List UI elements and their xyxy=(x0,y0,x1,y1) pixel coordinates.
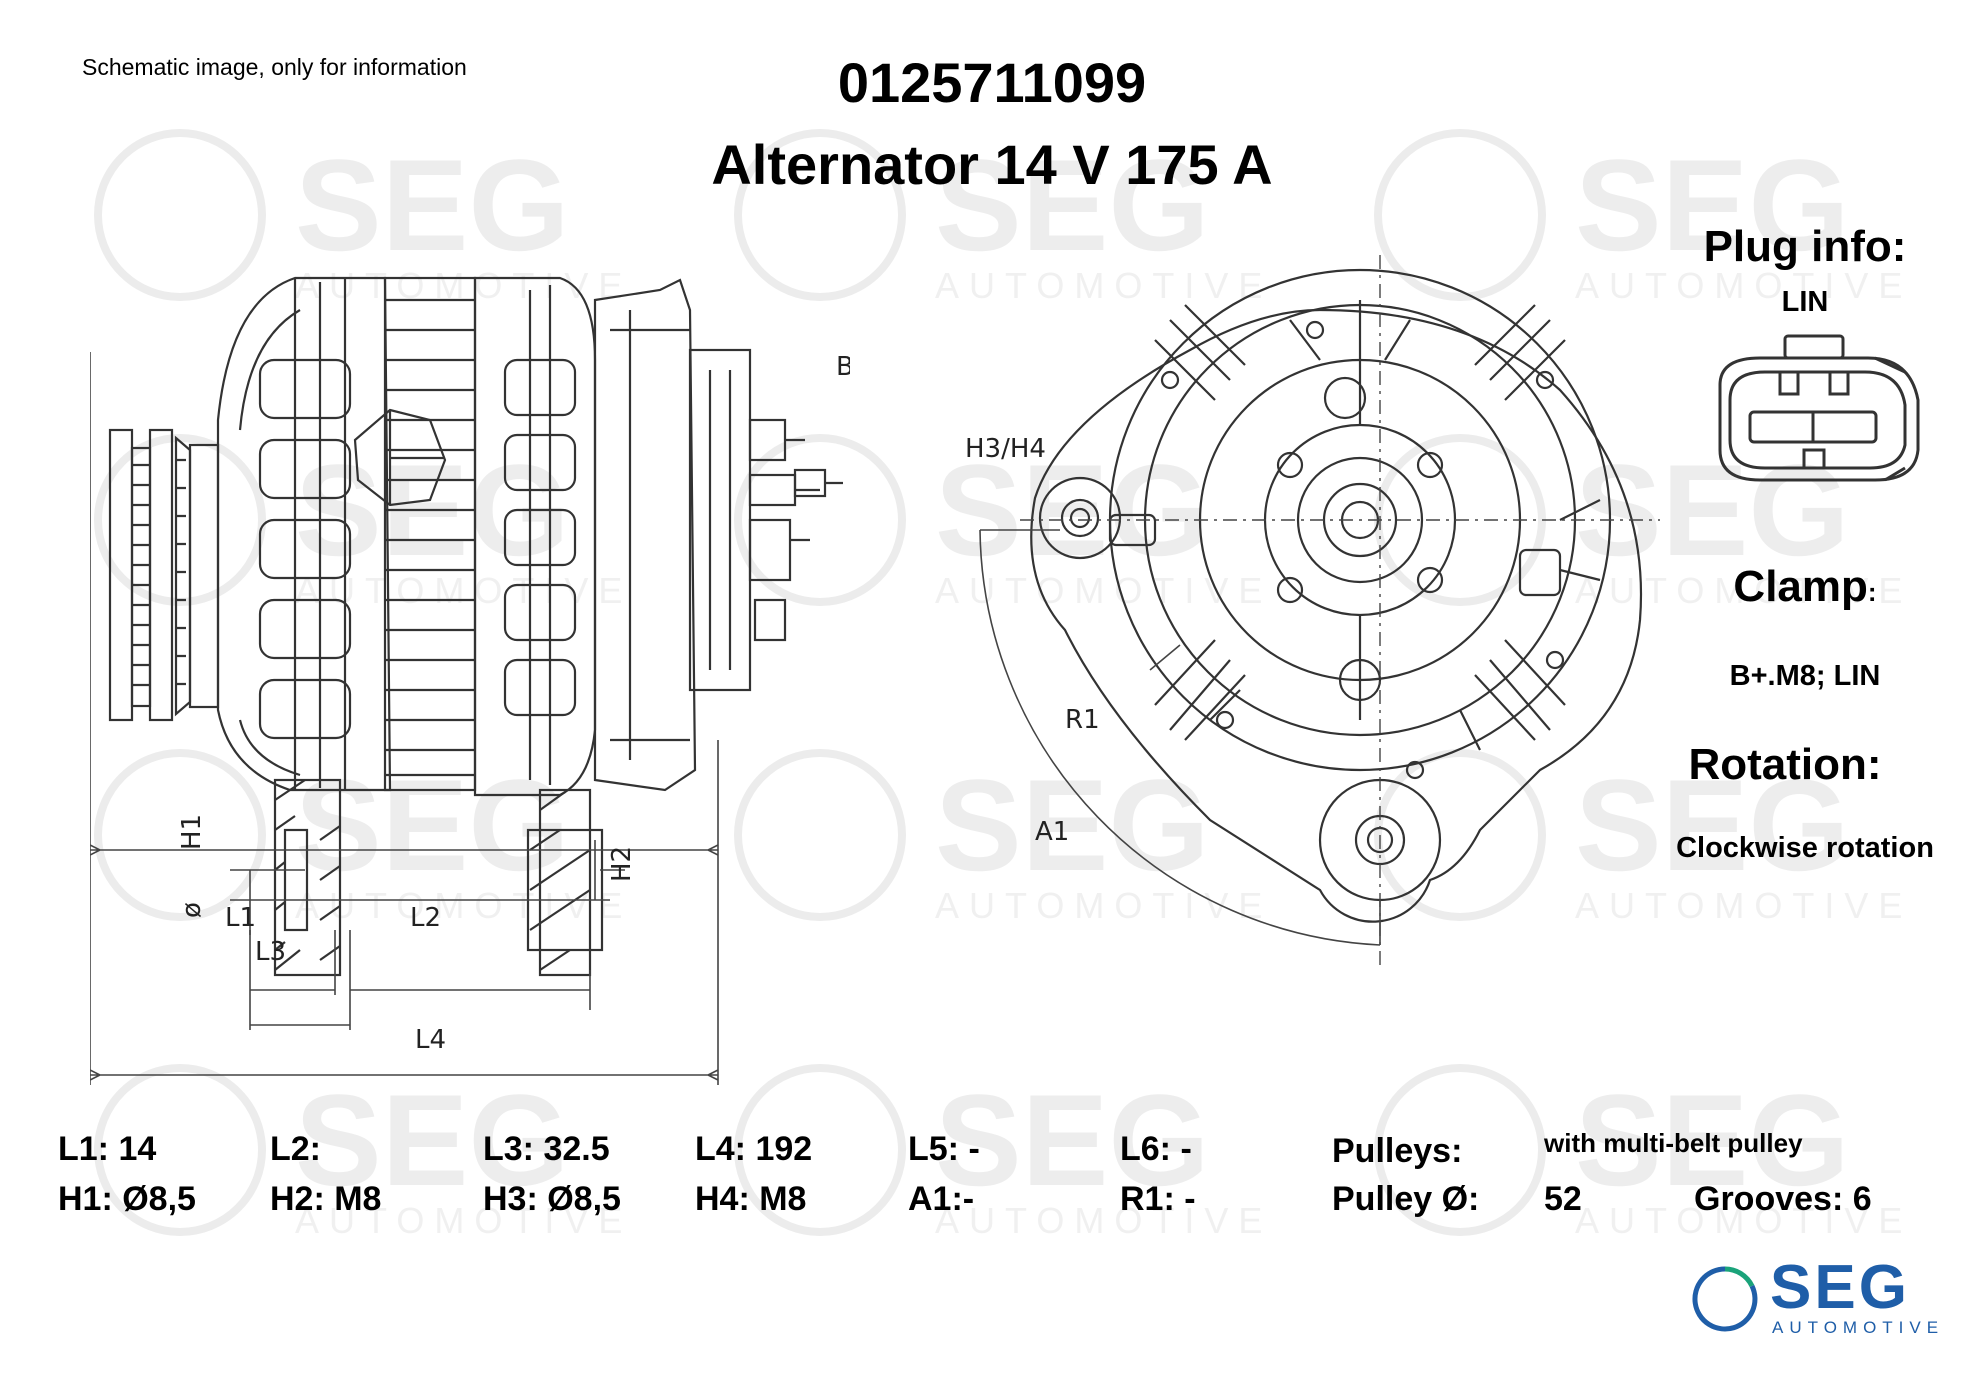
spec-l5: L5: - xyxy=(908,1130,980,1168)
logo-word: SEG xyxy=(1770,1253,1910,1322)
spec-h1: H1: Ø8,5 xyxy=(58,1180,196,1218)
clamp-heading-colon: : xyxy=(1867,577,1877,607)
spec-l6: L6: - xyxy=(1120,1130,1192,1168)
spec-r1: R1: - xyxy=(1120,1180,1196,1218)
svg-text:AUTOMOTIVE: AUTOMOTIVE xyxy=(935,1200,1272,1241)
clamp-heading: Clamp: xyxy=(1640,562,1970,612)
spec-pulleys-label: Pulleys: xyxy=(1332,1132,1463,1170)
clamp-heading-text: Clamp xyxy=(1733,562,1868,611)
spec-h4: H4: M8 xyxy=(695,1180,807,1218)
seg-logo: SEG AUTOMOTIVE xyxy=(1690,1253,1938,1340)
spec-l2: L2: xyxy=(270,1130,321,1168)
side-dimension-labels: B+ H1 ø H2 L1 L2 L3 L4 xyxy=(177,352,850,1055)
spec-grooves: Grooves: 6 xyxy=(1694,1180,1872,1218)
spec-pulley-dia-value: 52 xyxy=(1544,1180,1582,1218)
r1-label: R1 xyxy=(1065,705,1100,735)
part-title: Alternator 14 V 175 A xyxy=(711,133,1273,196)
terminal-label: B+ xyxy=(836,352,850,382)
spec-h2: H2: M8 xyxy=(270,1180,382,1218)
rear-housing xyxy=(473,276,597,797)
rotation-heading: Rotation: xyxy=(1688,740,1882,789)
logo-ring-icon xyxy=(1692,1266,1758,1332)
schematic-note: Schematic image, only for information xyxy=(82,54,467,80)
housing-outline xyxy=(1030,308,1643,923)
a1-label: A1 xyxy=(1035,817,1069,847)
plug-connector-icon xyxy=(1718,334,1920,482)
dim-l2-label: L2 xyxy=(410,903,441,933)
plug-info-value: LIN xyxy=(1781,286,1829,318)
clamp-value: B+.M8; LIN xyxy=(1729,660,1881,692)
spec-pulleys-value: with multi-belt pulley xyxy=(1544,1128,1803,1158)
mounting-lug-1 xyxy=(273,778,342,977)
spec-l1: L1: 14 xyxy=(58,1130,157,1168)
plug-info-heading: Plug info: xyxy=(1703,222,1907,271)
b-plus-terminal xyxy=(793,468,843,498)
front-housing xyxy=(216,276,392,792)
pulley xyxy=(108,428,220,722)
dim-h2-label: H2 xyxy=(607,846,637,882)
dim-l4-label: L4 xyxy=(415,1025,446,1055)
spec-l4: L4: 192 xyxy=(695,1130,813,1168)
stator xyxy=(353,276,477,792)
part-number: 0125711099 xyxy=(837,51,1147,114)
dim-l3-label: L3 xyxy=(255,937,286,967)
front-dimension-labels: H3/H4 R1 A1 xyxy=(965,434,1100,847)
side-view-drawing: B+ H1 ø H2 L1 L2 L3 L4 xyxy=(90,276,850,1085)
hole-label: H3/H4 xyxy=(965,434,1046,464)
dim-h1-label: H1 xyxy=(177,814,207,850)
spec-l3: L3: 32.5 xyxy=(483,1130,610,1168)
spec-a1: A1:- xyxy=(908,1180,975,1218)
front-view-drawing: H3/H4 R1 A1 xyxy=(965,255,1660,970)
spec-pulley-dia-label: Pulley Ø: xyxy=(1332,1180,1480,1218)
mounting-lug-2 xyxy=(526,788,604,977)
dim-l1-label: L1 xyxy=(225,903,256,933)
logo-sub: AUTOMOTIVE xyxy=(1772,1318,1945,1337)
spec-h3: H3: Ø8,5 xyxy=(483,1180,621,1218)
rotation-value: Clockwise rotation xyxy=(1676,832,1934,864)
dim-dia-label: ø xyxy=(177,902,207,918)
rear-cover xyxy=(593,278,820,792)
